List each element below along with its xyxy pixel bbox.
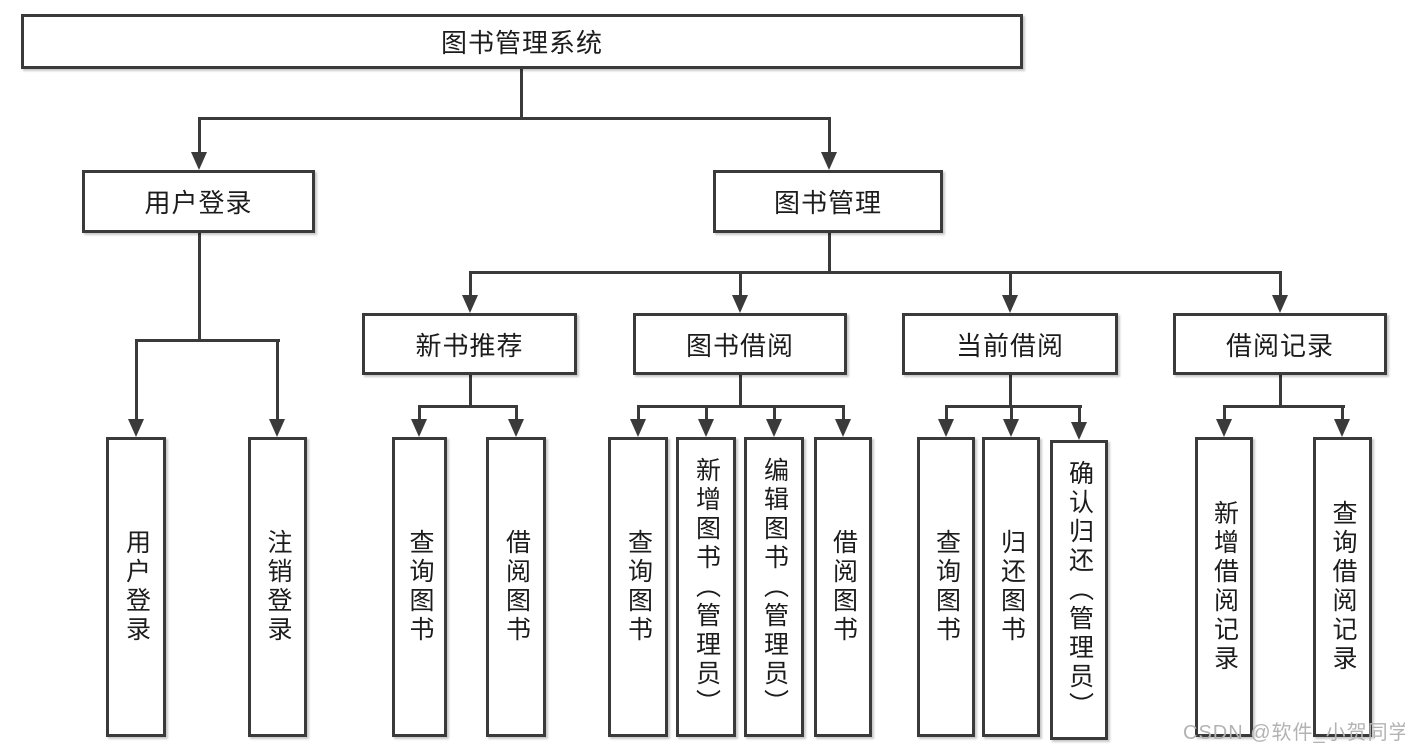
arrowhead-down-icon: [821, 152, 837, 170]
arrowhead-down-icon: [835, 419, 851, 437]
connector-line: [828, 233, 831, 274]
arrowhead-down-icon: [1002, 295, 1018, 313]
connector-line: [945, 405, 1082, 408]
connector-line: [520, 69, 523, 119]
arrowhead-down-icon: [1003, 419, 1019, 437]
node-current-borrowing: 当前借阅: [902, 313, 1118, 375]
arrowhead-down-icon: [698, 419, 714, 437]
node-borrowing-records: 借阅记录: [1173, 313, 1387, 375]
arrowhead-down-icon: [411, 419, 427, 437]
connector-line: [773, 405, 776, 421]
connector-line: [1223, 405, 1345, 408]
leaf-return-books: 归还图书: [982, 437, 1040, 737]
arrowhead-down-icon: [938, 419, 954, 437]
connector-line: [469, 271, 1282, 274]
leaf-borrow-books-borrowing: 借阅图书: [814, 437, 872, 737]
csdn-watermark: CSDN @软件_小贺同学: [1183, 722, 1405, 744]
connector-line: [739, 375, 742, 408]
node-book-borrowing: 图书借阅: [633, 313, 847, 375]
connector-line: [1010, 405, 1013, 421]
arrowhead-down-icon: [128, 419, 144, 437]
connector-line: [1078, 405, 1081, 424]
leaf-logout: 注销登录: [248, 437, 307, 737]
leaf-user-login: 用户登录: [106, 437, 166, 737]
connector-line: [469, 375, 472, 408]
connector-line: [1279, 271, 1282, 297]
connector-line: [1009, 271, 1012, 297]
connector-line: [637, 405, 845, 408]
arrowhead-down-icon: [462, 295, 478, 313]
connector-line: [515, 405, 518, 421]
connector-line: [1341, 405, 1344, 421]
arrowhead-down-icon: [732, 295, 748, 313]
connector-line: [1009, 375, 1012, 408]
leaf-query-books-borrowing: 查询图书: [608, 437, 668, 737]
connector-line: [418, 405, 518, 408]
node-book-management: 图书管理: [713, 170, 943, 233]
node-book-management-system: 图书管理系统: [21, 14, 1023, 69]
leaf-query-books-recommend: 查询图书: [392, 437, 447, 737]
connector-line: [198, 233, 201, 341]
connector-line: [739, 271, 742, 297]
connector-line: [198, 117, 201, 153]
leaf-edit-book-admin: 编辑图书（管理员）: [744, 437, 804, 737]
connector-line: [828, 117, 831, 153]
connector-line: [1223, 405, 1226, 421]
arrowhead-down-icon: [508, 419, 524, 437]
connector-line: [1279, 375, 1282, 408]
arrowhead-down-icon: [269, 419, 285, 437]
connector-line: [469, 271, 472, 297]
connector-line: [135, 339, 138, 420]
connector-line: [705, 405, 708, 421]
arrowhead-down-icon: [1071, 422, 1087, 440]
connector-line: [276, 339, 279, 420]
arrowhead-down-icon: [1216, 419, 1232, 437]
arrowhead-down-icon: [630, 419, 646, 437]
connector-line: [198, 117, 831, 120]
leaf-add-book-admin: 新增图书（管理员）: [676, 437, 736, 737]
arrowhead-down-icon: [191, 152, 207, 170]
connector-line: [842, 405, 845, 421]
node-new-book-recommend: 新书推荐: [362, 313, 577, 375]
leaf-add-borrow-record: 新增借阅记录: [1195, 437, 1253, 737]
leaf-query-books-current: 查询图书: [917, 437, 975, 737]
leaf-borrow-books-recommend: 借阅图书: [486, 437, 546, 737]
node-user-login: 用户登录: [82, 170, 315, 233]
arrowhead-down-icon: [1334, 419, 1350, 437]
arrowhead-down-icon: [766, 419, 782, 437]
connector-line: [418, 405, 421, 421]
leaf-query-borrow-record: 查询借阅记录: [1313, 437, 1372, 737]
connector-line: [945, 405, 948, 421]
connector-line: [135, 339, 280, 342]
leaf-confirm-return-admin: 确认归还（管理员）: [1050, 440, 1108, 740]
arrowhead-down-icon: [1272, 295, 1288, 313]
connector-line: [637, 405, 640, 421]
